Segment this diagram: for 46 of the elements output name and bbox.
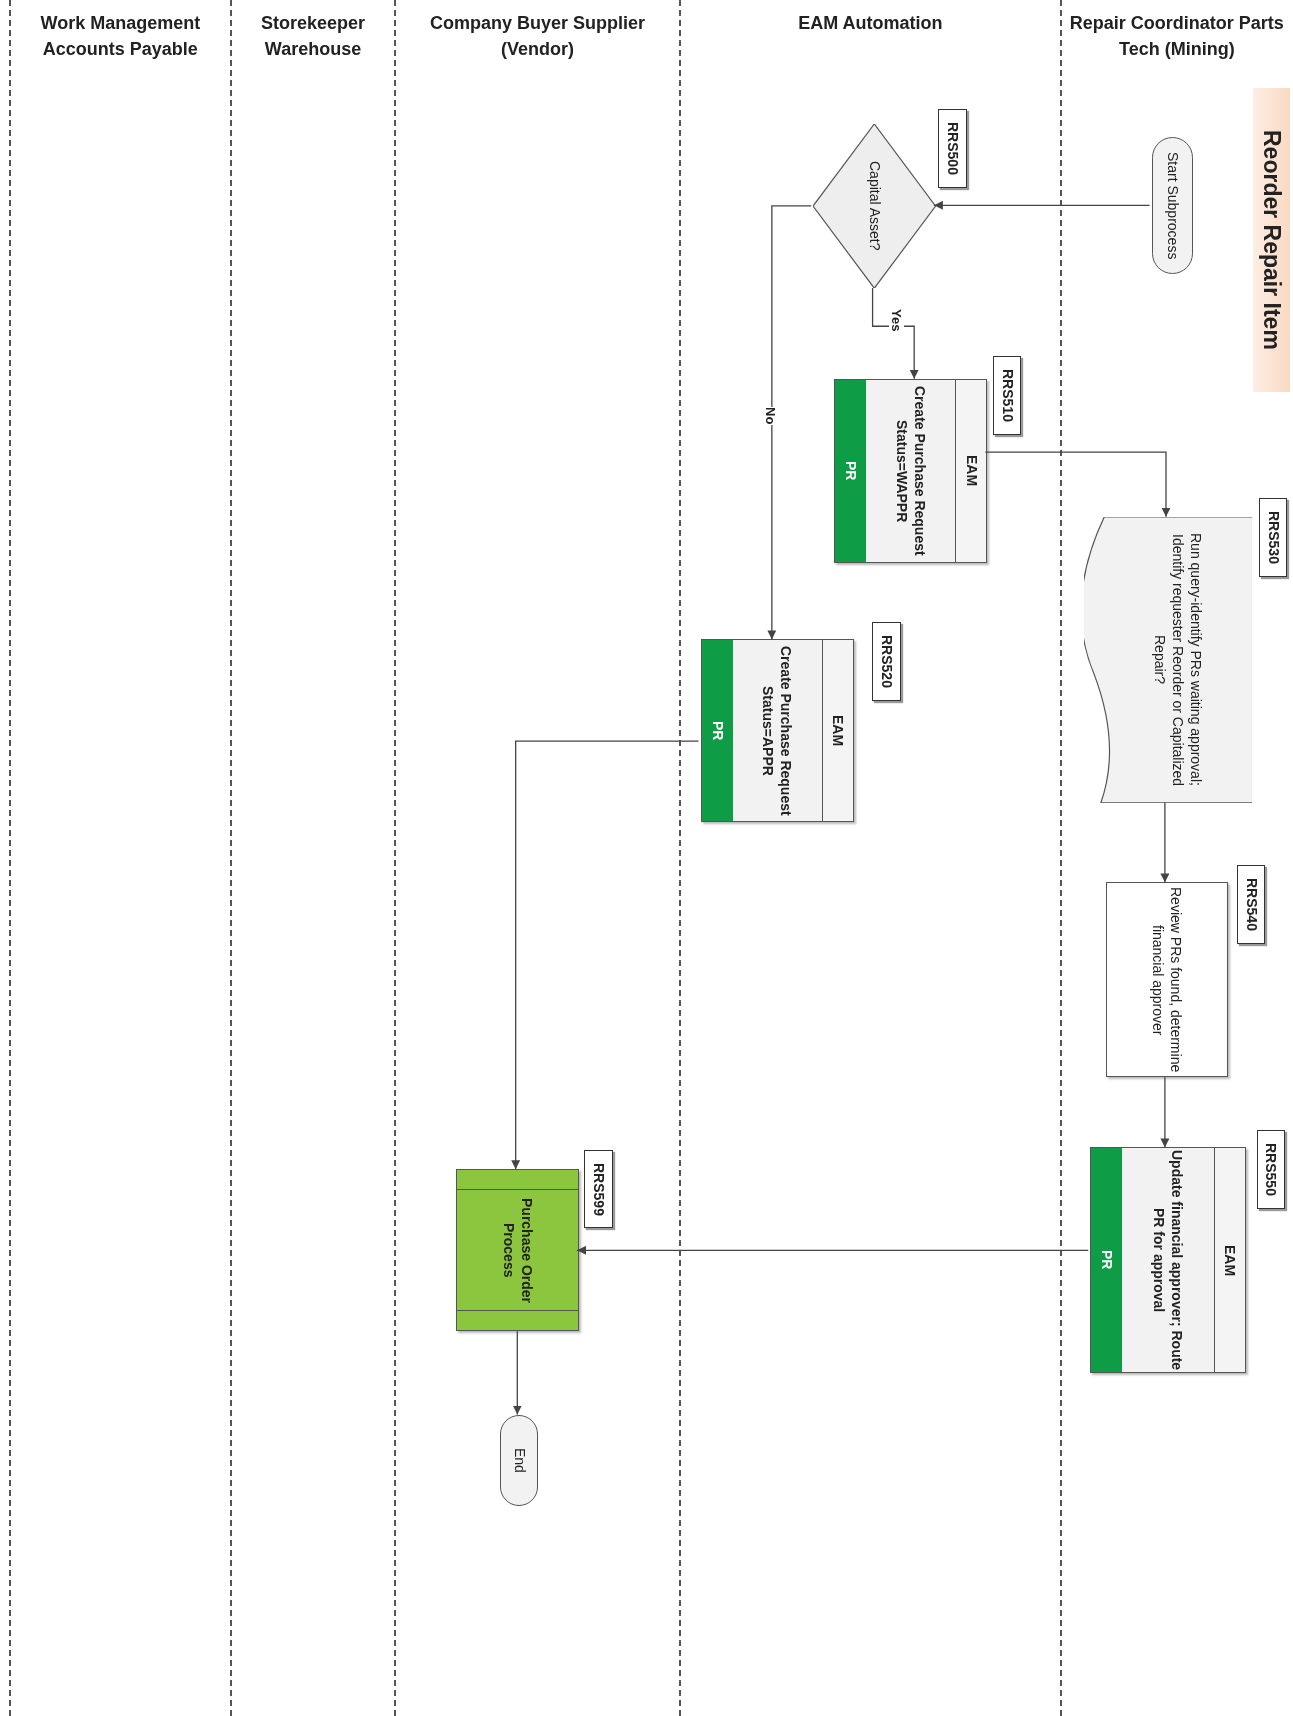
- document-text: Run query-identify PRs waiting approval; Identify requester Reorder or Capitalized Repair?: [1151, 532, 1205, 789]
- lane-header: Repair Coordinator Parts Tech (Mining): [1068, 12, 1285, 61]
- process-box: [1090, 1147, 1246, 1373]
- process-text: Create Purchase Request Status=WAPPR: [892, 384, 929, 558]
- terminator-shape: [1151, 136, 1194, 274]
- step-id: RRS500: [938, 109, 967, 189]
- record-tag: PR: [835, 379, 867, 562]
- system-tag: EAM: [821, 640, 853, 822]
- lane-header: Work Management Accounts Payable: [39, 12, 202, 61]
- decision-diamond: [813, 123, 936, 288]
- arrow: [1160, 1076, 1170, 1149]
- step-id: RRS530: [1258, 498, 1288, 577]
- swimlane: [1059, 0, 1292, 1716]
- system-tag: EAM: [1213, 1148, 1245, 1372]
- step-id: RRS510: [992, 355, 1022, 435]
- terminator-shape: [500, 1414, 539, 1507]
- terminator-text: End: [510, 1448, 528, 1473]
- arrow: [511, 740, 700, 1170]
- record-tag: PR: [1091, 1148, 1123, 1372]
- subprocess-box: [456, 1169, 579, 1332]
- process-box: [1105, 882, 1229, 1078]
- arrow: [933, 200, 1151, 210]
- process-box: [834, 378, 988, 563]
- lane-header: EAM Automation: [797, 12, 944, 35]
- process-box: [700, 639, 854, 823]
- arrow: [871, 287, 919, 380]
- process-text: Review PRs found, determine financial approver: [1148, 886, 1185, 1075]
- step-id: RRS520: [872, 621, 901, 701]
- record-tag: PR: [701, 640, 733, 822]
- edge-label: Yes: [889, 308, 904, 332]
- title-text: Reorder Repair Item: [1259, 129, 1283, 350]
- system-tag: EAM: [955, 379, 987, 562]
- title-banner: [1253, 87, 1290, 392]
- lane-header: Company Buyer Supplier (Vendor): [428, 12, 646, 61]
- subprocess-text: Purchase Order Process: [499, 1196, 536, 1305]
- step-id: RRS599: [584, 1149, 613, 1229]
- process-text: Create Purchase Request Status=APPR: [759, 644, 796, 818]
- arrow: [767, 205, 812, 641]
- lane-header: Storekeeper Warehouse: [260, 12, 367, 61]
- terminator-text: Start Subprocess: [1163, 151, 1181, 259]
- document-shape: [1083, 516, 1253, 803]
- arrow: [512, 1330, 522, 1416]
- decision-text: Capital Asset?: [866, 161, 884, 251]
- step-id: RRS540: [1236, 864, 1266, 944]
- process-text: Update financial approver; Route PR for approval: [1149, 1149, 1186, 1372]
- step-id: RRS550: [1256, 1129, 1286, 1209]
